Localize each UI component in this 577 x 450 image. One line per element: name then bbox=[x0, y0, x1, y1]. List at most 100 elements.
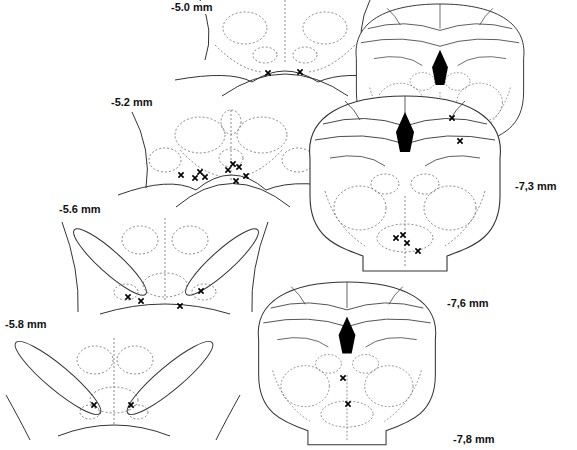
injection-cross bbox=[297, 69, 302, 74]
section-outline bbox=[252, 222, 268, 312]
nucleus-boundary bbox=[128, 405, 148, 419]
injection-cross bbox=[202, 174, 207, 179]
nucleus-boundary bbox=[347, 375, 348, 440]
injection-cross bbox=[415, 248, 420, 253]
section-outline bbox=[258, 282, 435, 445]
fourth-ventricle bbox=[432, 50, 448, 85]
nucleus-boundary bbox=[122, 226, 158, 254]
injection-cross bbox=[138, 298, 143, 303]
level-label: -7,8 mm bbox=[452, 433, 496, 446]
section-outline bbox=[291, 287, 305, 305]
section-outline bbox=[440, 4, 441, 29]
section-outline bbox=[425, 156, 480, 166]
section-outline bbox=[6, 395, 30, 440]
section-outline bbox=[216, 395, 240, 440]
level-label: -7,3 mm bbox=[514, 180, 558, 193]
level-label: -5.6 mm bbox=[58, 203, 102, 216]
nucleus-boundary bbox=[253, 47, 277, 63]
nucleus-boundary bbox=[410, 73, 435, 91]
injection-marks bbox=[91, 69, 462, 407]
nucleus-boundary bbox=[384, 370, 421, 421]
level-label: -5.2 mm bbox=[110, 96, 154, 109]
nucleus-boundary bbox=[149, 148, 181, 172]
nucleus-boundary bbox=[405, 196, 406, 266]
section-outline bbox=[277, 338, 328, 348]
section-outline bbox=[450, 101, 465, 120]
injection-cross bbox=[393, 235, 398, 240]
nucleus-boundary bbox=[365, 366, 413, 407]
fiber-tract bbox=[67, 222, 153, 303]
nucleus-boundary bbox=[172, 226, 208, 254]
section-outline bbox=[176, 184, 290, 208]
section-outline bbox=[330, 156, 385, 166]
injection-cross bbox=[128, 402, 133, 407]
section-minus-5-8 bbox=[6, 333, 240, 440]
section-outline bbox=[310, 96, 501, 271]
nucleus-boundary bbox=[285, 0, 286, 62]
nucleus-boundary bbox=[77, 346, 113, 374]
injection-cross bbox=[233, 178, 238, 183]
injection-cross bbox=[340, 375, 345, 380]
injection-cross bbox=[91, 402, 96, 407]
injection-cross bbox=[178, 172, 183, 177]
nucleus-boundary bbox=[371, 174, 399, 194]
section-outline bbox=[100, 304, 230, 314]
section-minus-5-6 bbox=[62, 218, 268, 314]
injection-cross bbox=[197, 169, 202, 174]
section-outline bbox=[347, 282, 348, 308]
nucleus-boundary bbox=[273, 370, 310, 421]
fiber-tract bbox=[120, 333, 220, 422]
nucleus-boundary bbox=[353, 355, 379, 374]
section-outline bbox=[345, 101, 360, 120]
injection-cross bbox=[177, 303, 182, 308]
section-minus-7-6 bbox=[310, 96, 501, 271]
nucleus-boundary bbox=[223, 12, 267, 44]
level-label: -5.0 mm bbox=[170, 1, 214, 14]
nucleus-boundary bbox=[315, 355, 341, 374]
nucleus-boundary bbox=[445, 191, 485, 246]
nucleus-boundary bbox=[308, 45, 355, 72]
injection-cross bbox=[400, 232, 405, 237]
section-outline bbox=[387, 8, 400, 25]
section-minus-7-8 bbox=[258, 282, 435, 445]
injection-cross bbox=[192, 175, 197, 180]
nucleus-boundary bbox=[114, 338, 115, 425]
section-outline bbox=[374, 57, 422, 66]
nucleus-boundary bbox=[411, 174, 439, 194]
nucleus-boundary bbox=[143, 273, 187, 297]
injection-cross bbox=[198, 288, 203, 293]
nucleus-boundary bbox=[445, 73, 470, 91]
nucleus-boundary bbox=[325, 191, 365, 246]
nucleus-boundary bbox=[293, 47, 317, 63]
nucleus-boundary bbox=[192, 284, 216, 300]
nucleus-boundary bbox=[215, 45, 262, 72]
injection-cross bbox=[225, 167, 230, 172]
nucleus-boundary bbox=[175, 117, 225, 153]
injection-cross bbox=[404, 240, 409, 245]
level-label: -7,6 mm bbox=[446, 297, 490, 310]
section-outline bbox=[458, 57, 506, 66]
injection-cross bbox=[230, 161, 235, 166]
injection-cross bbox=[125, 294, 130, 299]
section-outline bbox=[366, 338, 417, 348]
level-label: -5.8 mm bbox=[4, 318, 48, 331]
injection-cross bbox=[236, 164, 241, 169]
injection-cross bbox=[265, 70, 270, 75]
fourth-ventricle bbox=[396, 112, 414, 152]
nucleus-boundary bbox=[242, 150, 282, 176]
nucleus-boundary bbox=[231, 110, 232, 180]
injection-cross bbox=[449, 115, 454, 120]
injection-cross bbox=[243, 173, 248, 178]
nucleus-boundary bbox=[303, 12, 347, 44]
section-outline bbox=[361, 39, 519, 46]
nucleus-boundary bbox=[165, 218, 166, 300]
section-outline bbox=[58, 425, 170, 436]
injection-cross bbox=[345, 401, 350, 406]
section-outline bbox=[132, 112, 147, 188]
section-outline bbox=[389, 287, 403, 305]
nucleus-boundary bbox=[180, 150, 220, 176]
section-outline bbox=[222, 74, 348, 96]
injection-cross bbox=[457, 138, 462, 143]
